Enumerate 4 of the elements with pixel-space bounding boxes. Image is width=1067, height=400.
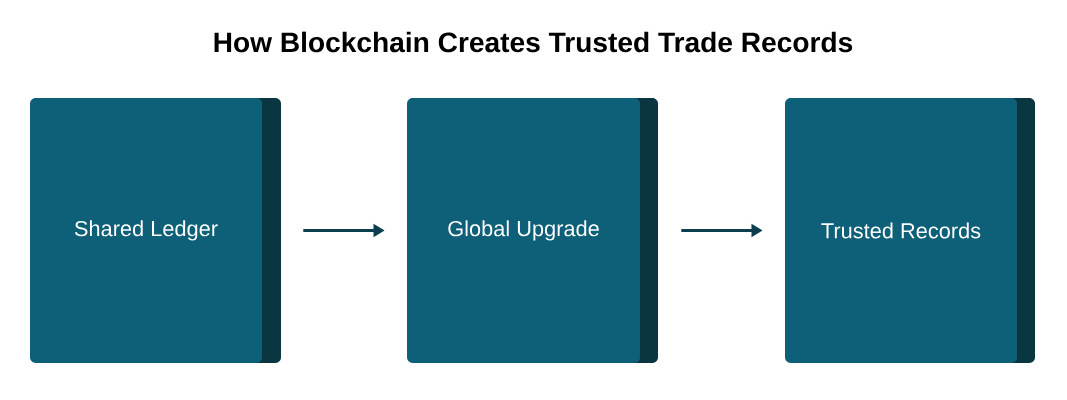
title: How Blockchain Creates Trusted Trade Records <box>214 31 853 53</box>
process-box: Trusted Records <box>785 97 1035 363</box>
process-box: Global Upgrade <box>407 97 658 363</box>
process-box: Shared Ledger <box>30 97 281 363</box>
